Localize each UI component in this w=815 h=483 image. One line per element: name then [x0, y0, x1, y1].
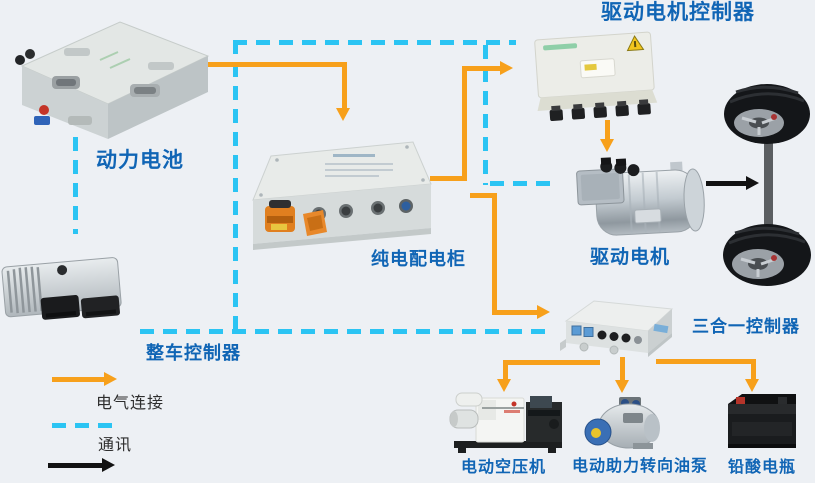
wheels-axle-photo	[712, 78, 812, 290]
arrowhead-down-distribution	[336, 108, 350, 121]
drive-motor-photo	[568, 152, 706, 247]
mech-motor-to-axle	[706, 181, 748, 186]
elec-tio-to-leadacid-h	[656, 359, 756, 364]
distribution-box-photo	[245, 122, 435, 262]
arrowhead-right-dmc	[500, 61, 513, 75]
label-drive-motor: 驱动电机	[590, 247, 671, 268]
three-in-one-controller-photo	[550, 291, 675, 363]
arrowhead-down-leadacid	[745, 379, 759, 392]
elec-tio-to-leadacid-v	[751, 359, 756, 380]
elec-distribution-to-tio-h1	[470, 193, 497, 198]
elec-tio-to-pump-v	[620, 357, 625, 381]
air-compressor-photo	[448, 386, 570, 456]
elec-battery-to-distribution-v	[342, 62, 347, 109]
legend-electrical-arrowhead	[104, 372, 117, 386]
elec-tio-to-compressor-v	[503, 360, 508, 380]
label-three-in-one: 三合一控制器	[692, 317, 800, 336]
elec-dmc-to-motor-v	[605, 120, 610, 140]
elec-distribution-to-dmc-h1	[430, 176, 467, 181]
drive-motor-controller-photo	[525, 26, 663, 121]
label-air-compressor: 电动空压机	[461, 459, 547, 476]
vehicle-controller-photo	[0, 252, 128, 334]
label-steering-pump: 电动助力转向油泵	[572, 458, 709, 475]
legend-electrical-line	[52, 377, 106, 382]
label-vehicle-controller: 整车控制器	[146, 343, 241, 363]
comm-line-mid-vertical	[483, 45, 488, 185]
lead-acid-battery-photo	[722, 388, 800, 452]
elec-battery-to-distribution-h	[207, 62, 347, 67]
power-battery-photo	[8, 10, 213, 140]
arrowhead-right-three-in-one	[537, 305, 550, 319]
elec-distribution-to-tio-v	[492, 193, 497, 312]
arrowhead-down-compressor	[497, 379, 511, 392]
comm-line-to-drive-motor	[490, 181, 558, 186]
arrowhead-down-motor	[600, 139, 614, 152]
arrowhead-down-pump	[615, 380, 629, 393]
comm-line-left-vertical	[233, 40, 238, 332]
arrowhead-right-axle	[746, 176, 759, 190]
comm-line-top-horizontal	[233, 40, 516, 45]
comm-line-battery-to-vcu	[73, 137, 78, 234]
label-distribution-box: 纯电配电柜	[371, 249, 466, 269]
legend-mechanical-arrowhead	[102, 458, 115, 472]
rear-wheel	[723, 224, 811, 286]
steering-pump-photo	[583, 391, 663, 453]
legend-communication-label: 通讯	[98, 437, 133, 454]
front-wheel	[724, 84, 810, 144]
legend-mechanical-line	[48, 463, 104, 468]
elec-distribution-to-tio-h2	[492, 310, 539, 315]
label-drive-motor-controller: 驱动电机控制器	[601, 1, 755, 24]
elec-distribution-to-dmc-v	[462, 66, 467, 181]
comm-line-vcu-to-three-in-one	[140, 329, 552, 334]
legend-electrical-label: 电气连接	[96, 395, 165, 412]
label-lead-acid-battery: 铅酸电瓶	[728, 459, 797, 476]
label-power-battery: 动力电池	[96, 149, 184, 172]
elec-tio-to-compressor-h	[503, 360, 600, 365]
elec-distribution-to-dmc-h2	[462, 66, 502, 71]
legend-communication-line	[52, 423, 116, 428]
